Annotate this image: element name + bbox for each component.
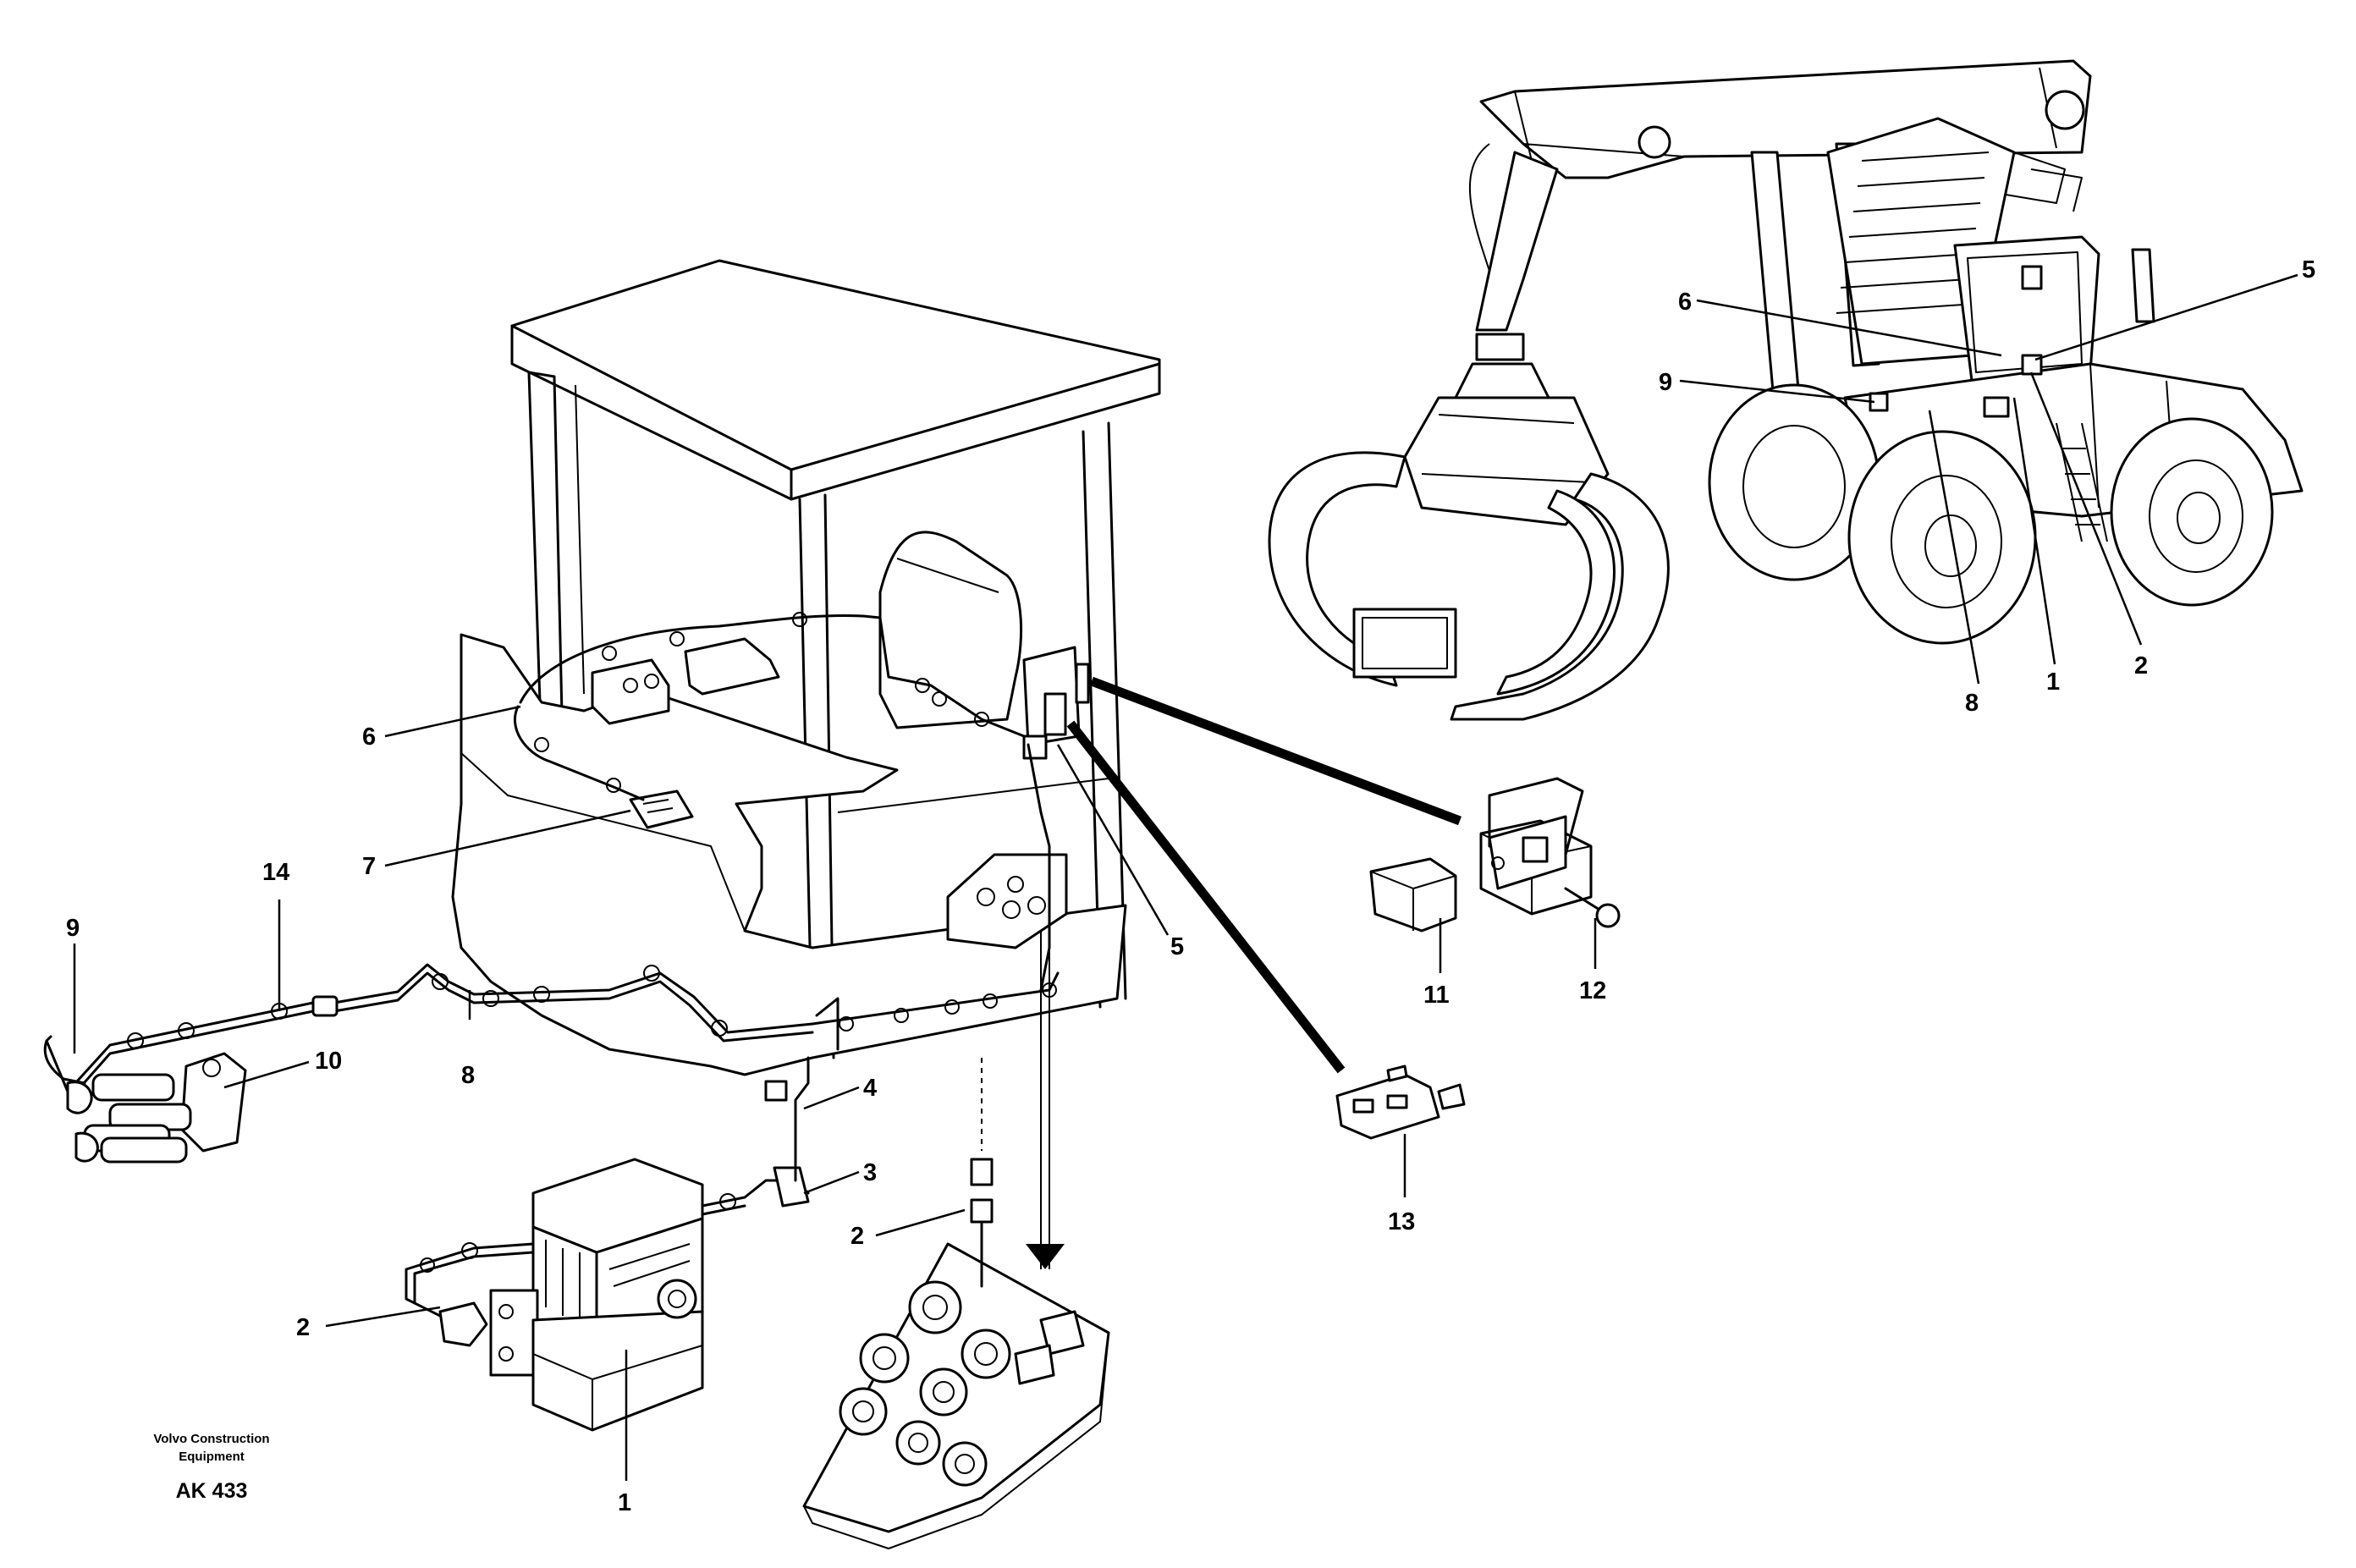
label-clip-4: 4: [863, 1075, 877, 1102]
label-cab-7: 7: [362, 853, 376, 880]
air-dryer-illustration: [405, 1056, 810, 1432]
air-line-illustration: [43, 963, 814, 1098]
part-labels: 6 7 14 9 10 8 5 4 3 2 1 2 11 12 13 6 9 5…: [66, 256, 2315, 1516]
relay-illustration: [1369, 777, 1621, 933]
label-pipe-9: 9: [66, 915, 80, 942]
relay-pointer-line: [1090, 676, 1461, 826]
label-panel-2: 2: [850, 1223, 864, 1250]
cab-illustration: [451, 259, 1161, 1076]
label-dryer-1: 1: [618, 1489, 631, 1516]
switch-pointer-line: [1066, 720, 1346, 1074]
forestry-machine-illustration: [1268, 59, 2304, 721]
label-machine-6: 6: [1678, 289, 1692, 316]
label-machine-8: 8: [1965, 690, 1979, 717]
drawing-code: AK 433: [176, 1479, 248, 1503]
credit-line2: Equipment: [179, 1450, 245, 1464]
label-relay-11: 11: [1423, 982, 1450, 1009]
rocker-switch-illustration: [1335, 1065, 1466, 1140]
label-valve-10: 10: [315, 1048, 342, 1075]
label-screw-12: 12: [1579, 977, 1606, 1004]
leader-lines: [73, 273, 2298, 1481]
credit-line1: Volvo Construction: [153, 1432, 269, 1446]
label-machine-5: 5: [2302, 256, 2315, 283]
label-machine-1: 1: [2046, 668, 2060, 696]
connection-panel-illustration: [802, 931, 1110, 1549]
credit-block: Volvo Construction Equipment AK 433: [153, 1432, 269, 1503]
label-pipe-14: 14: [262, 859, 289, 886]
label-machine-2: 2: [2134, 652, 2148, 679]
valve-illustration: [66, 1052, 247, 1164]
label-cab-5: 5: [1170, 933, 1184, 960]
label-cab-6: 6: [362, 723, 376, 751]
label-dryer-2: 2: [296, 1314, 310, 1341]
label-switch-13: 13: [1388, 1208, 1415, 1235]
label-pipe-8: 8: [461, 1062, 475, 1089]
label-clip-3: 3: [863, 1159, 877, 1186]
label-machine-9: 9: [1659, 369, 1672, 396]
